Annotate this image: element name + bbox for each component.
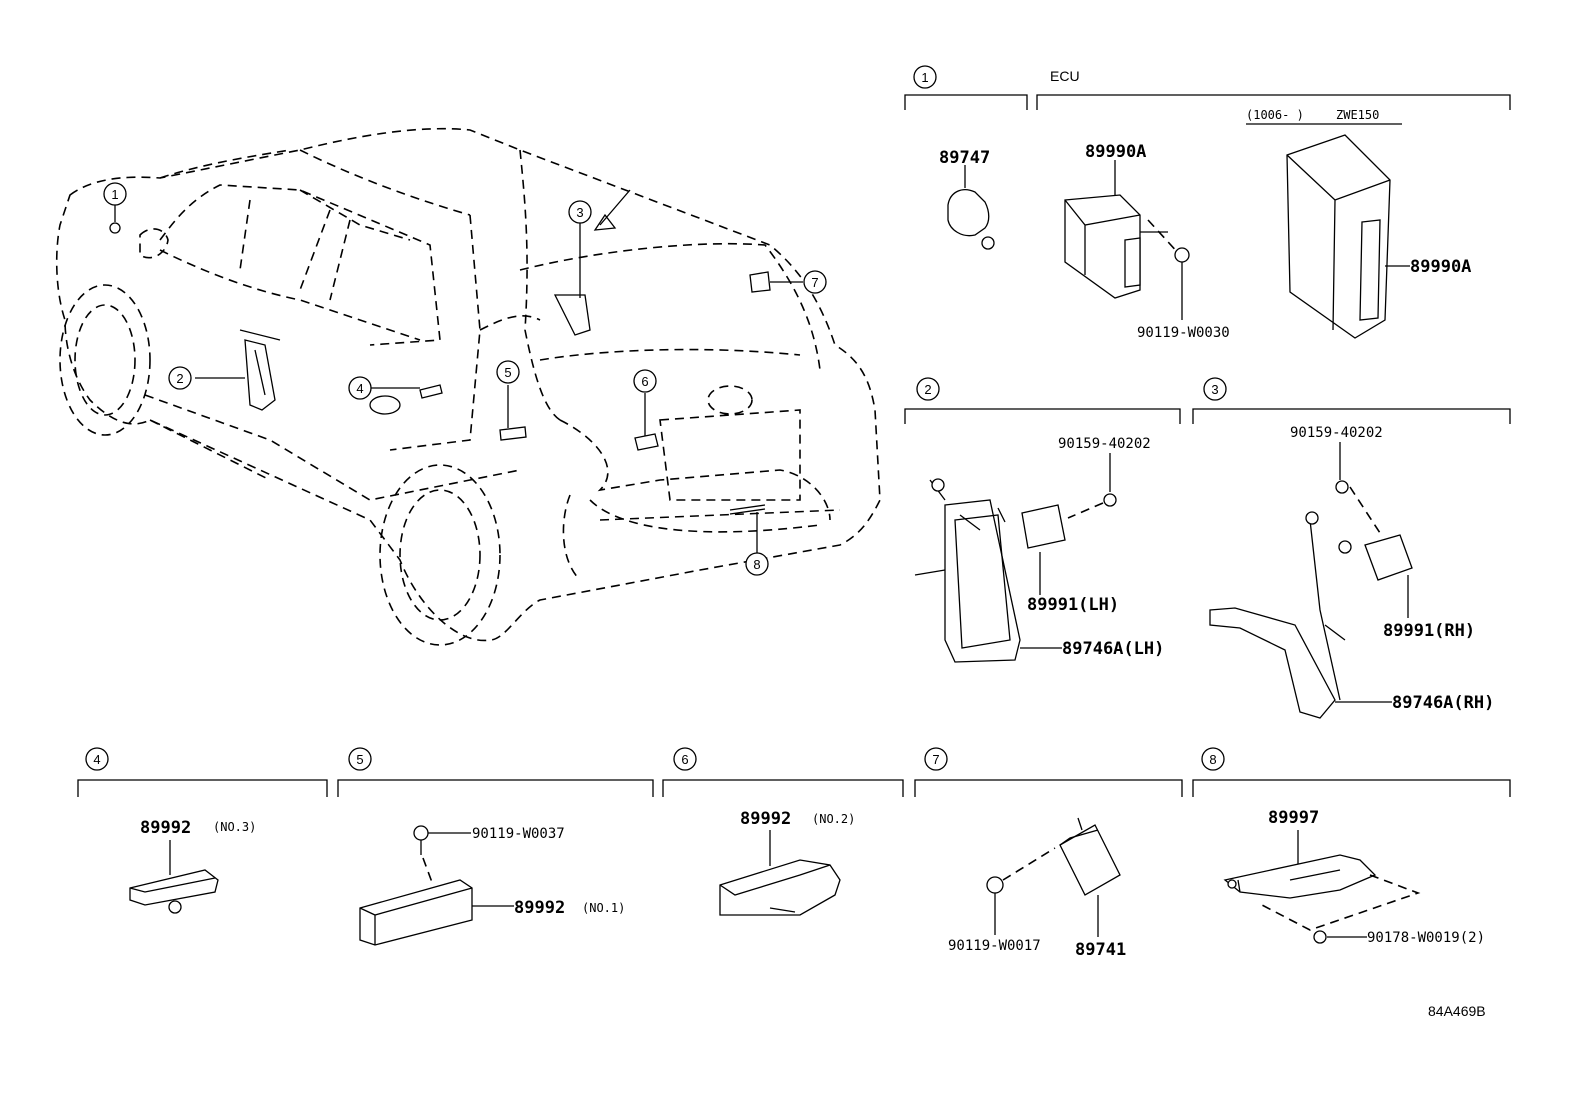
part-89991-rh: 89991(RH) <box>1383 621 1475 641</box>
section-1-title: ECU <box>1050 68 1080 84</box>
part-89991-lh: 89991(LH) <box>1027 595 1119 615</box>
part-89746A-lh: 89746A(LH) <box>1062 639 1164 659</box>
section-2-callout: 2 <box>924 382 931 397</box>
part-89990A-large: 89990A <box>1410 257 1471 277</box>
part-89992-no2: 89992 <box>740 809 791 829</box>
part-89992-no1: 89992 <box>514 898 565 918</box>
section-4: 4 89992 (NO.3) <box>77 747 328 914</box>
car-callout-2: 2 <box>168 366 192 390</box>
car-callout-1: 1 <box>103 182 127 206</box>
section-7-callout: 7 <box>932 752 939 767</box>
part-89992-no3: 89992 <box>140 818 191 838</box>
vehicle-illustration: 1 2 3 4 5 6 7 8 <box>55 127 881 646</box>
diagram-code: 84A469B <box>1428 1003 1486 1019</box>
part-90159-40202-lh: 90159-40202 <box>1058 436 1151 452</box>
section-3: 3 90159-40202 89991(RH) 89746A(RH) <box>1192 377 1511 719</box>
section-5: 5 90119-W0037 89992 (NO.1) <box>337 747 654 946</box>
svg-text:4: 4 <box>356 381 363 396</box>
svg-text:5: 5 <box>504 365 511 380</box>
svg-text:7: 7 <box>811 275 818 290</box>
section-1: 1 ECU (1006- ) ZWE150 89747 89990A 90119… <box>904 65 1511 341</box>
section-7: 7 90119-W0017 89741 <box>914 747 1183 960</box>
date-range: (1006- ) <box>1246 108 1304 122</box>
part-89992-no3-note: (NO.3) <box>213 820 256 834</box>
part-89746A-rh: 89746A(RH) <box>1392 693 1494 713</box>
part-90159-40202-rh: 90159-40202 <box>1290 425 1383 441</box>
part-90119-W0017: 90119-W0017 <box>948 938 1041 954</box>
part-89741: 89741 <box>1075 940 1126 960</box>
car-callout-7: 7 <box>803 270 827 294</box>
section-8-callout: 8 <box>1209 752 1216 767</box>
part-89992-no1-note: (NO.1) <box>582 901 625 915</box>
section-5-callout: 5 <box>356 752 363 767</box>
part-89997: 89997 <box>1268 808 1319 828</box>
part-89747: 89747 <box>939 148 990 168</box>
part-89990A-small: 89990A <box>1085 142 1146 162</box>
svg-text:1: 1 <box>111 187 118 202</box>
part-89992-no2-note: (NO.2) <box>812 812 855 826</box>
svg-text:3: 3 <box>576 205 583 220</box>
model-code: ZWE150 <box>1336 108 1379 122</box>
section-6: 6 89992 (NO.2) <box>662 747 904 916</box>
car-callout-4: 4 <box>348 376 372 400</box>
car-callout-5: 5 <box>496 360 520 384</box>
svg-text:8: 8 <box>753 557 760 572</box>
section-4-callout: 4 <box>93 752 100 767</box>
part-90178-W0019: 90178-W0019(2) <box>1367 930 1485 946</box>
section-6-callout: 6 <box>681 752 688 767</box>
part-90119-W0037: 90119-W0037 <box>472 826 565 842</box>
section-2: 2 90159-40202 89991(LH) 89746A(LH) <box>904 377 1181 663</box>
section-3-callout: 3 <box>1211 382 1218 397</box>
svg-text:2: 2 <box>176 371 183 386</box>
car-callout-8: 8 <box>745 552 769 576</box>
car-callout-3: 3 <box>568 200 592 224</box>
section-8: 8 89997 90178-W0019(2) <box>1192 747 1511 946</box>
part-90119-W0030: 90119-W0030 <box>1137 325 1230 341</box>
car-callout-6: 6 <box>633 369 657 393</box>
section-1-callout: 1 <box>921 70 928 85</box>
svg-text:6: 6 <box>641 374 648 389</box>
